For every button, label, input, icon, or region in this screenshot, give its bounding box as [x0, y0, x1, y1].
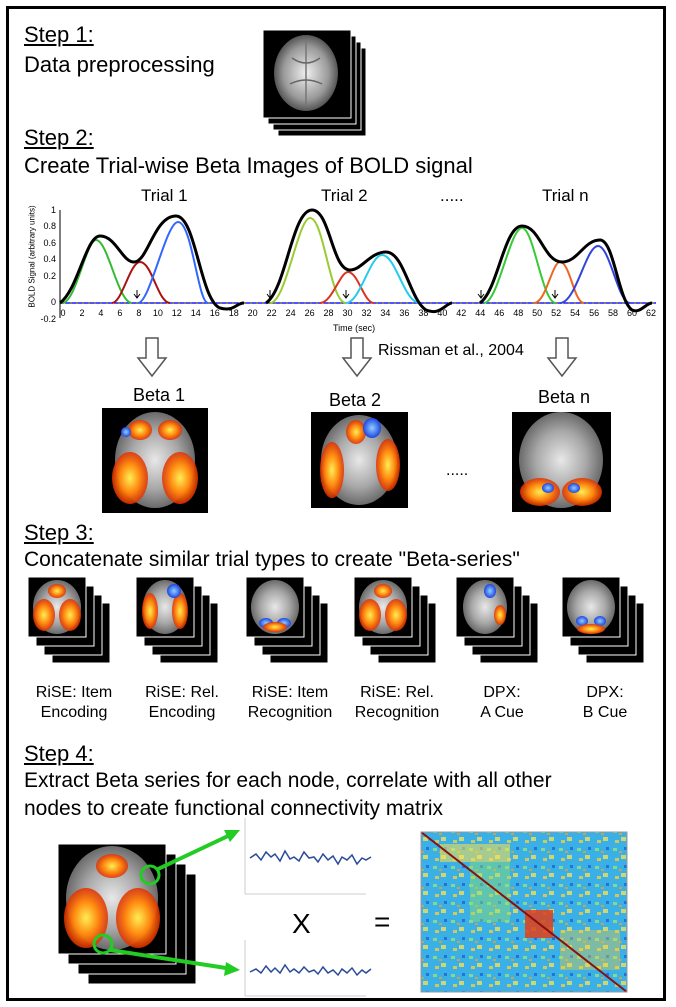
x-tick: 0 [60, 308, 66, 318]
x-tick: 12 [171, 308, 182, 318]
multiply-symbol: X [292, 908, 311, 939]
step2-heading: Step 2: [24, 125, 94, 150]
y-tick: 0.6 [43, 238, 56, 248]
y-tick: 1 [50, 205, 56, 215]
beta-series-stack-5 [455, 576, 539, 664]
beta-series-stack-3 [245, 576, 329, 664]
green-arrow-icon [155, 830, 240, 872]
x-tick: 32 [361, 308, 372, 318]
x-tick: 40 [437, 308, 448, 318]
beta-series-stack-2 [135, 576, 219, 664]
node-marker-1 [139, 864, 161, 886]
step1-description: Data preprocessing [24, 52, 215, 77]
beta-series-stack-1 [27, 576, 111, 664]
x-tick: 16 [209, 308, 220, 318]
citation: Rissman et al., 2004 [378, 342, 524, 359]
down-arrows [136, 337, 578, 378]
step4-description-line2: nodes to create functional connectivity … [24, 797, 444, 820]
x-tick: 54 [570, 308, 581, 318]
series-label-4: RiSE: Rel.Recognition [354, 684, 440, 721]
step1-heading: Step 1: [24, 22, 94, 47]
x-tick: 46 [494, 308, 505, 318]
equals-symbol: = [374, 906, 391, 937]
y-tick: -0.2 [40, 314, 56, 324]
trial-label-1: Trial 1 [141, 186, 188, 205]
node-marker-2 [92, 933, 114, 955]
beta-label-1: Beta 1 [133, 385, 186, 405]
x-tick: 52 [551, 308, 562, 318]
x-tick: 24 [285, 308, 296, 318]
x-tick: 34 [380, 308, 391, 318]
series-label-2: RiSE: Rel.Encoding [145, 684, 219, 721]
x-tick: 10 [152, 308, 163, 318]
x-tick: 38 [418, 308, 429, 318]
x-tick: 14 [190, 308, 201, 318]
x-tick: 48 [513, 308, 524, 318]
step4-description-line1: Extract Beta series for each node, corre… [24, 769, 552, 792]
x-tick: 62 [645, 308, 656, 318]
chart-xlabel: Time (sec) [333, 323, 376, 333]
y-tick: 0.2 [43, 271, 56, 281]
beta-label-n: Beta n [538, 387, 591, 407]
x-tick: 26 [304, 308, 315, 318]
chart-ylabel: BOLD Signal (arbitrary units) [27, 205, 37, 308]
beta-series-stack-6 [561, 576, 645, 664]
trial-label-n: Trial n [542, 186, 589, 205]
x-tick: 36 [399, 308, 410, 318]
x-tick: 2 [79, 308, 85, 318]
step3-heading: Step 3: [24, 520, 94, 545]
beta-image-n [512, 412, 611, 512]
step3-description: Concatenate similar trial types to creat… [24, 548, 520, 571]
step2-description: Create Trial-wise Beta Images of BOLD si… [24, 153, 473, 178]
x-tick: 22 [266, 308, 277, 318]
beta-series-stacks [27, 576, 645, 664]
step4-heading: Step 4: [24, 741, 94, 766]
x-tick: 20 [247, 308, 258, 318]
connectivity-matrix-icon [420, 831, 628, 993]
preprocessing-stack-icon [262, 29, 367, 137]
x-tick: 4 [98, 308, 104, 318]
beta-ellipsis: ..... [446, 462, 469, 479]
x-tick: 6 [117, 308, 123, 318]
x-tick: 44 [475, 308, 486, 318]
x-tick: 42 [456, 308, 467, 318]
signal-trace-bottom [244, 940, 372, 997]
down-arrow-icon [341, 337, 373, 378]
down-arrow-icon [546, 337, 578, 378]
beta-image-1 [102, 408, 208, 513]
green-arrow-icon [109, 948, 240, 976]
x-tick: 18 [228, 308, 239, 318]
signal-trace-top [244, 818, 372, 895]
figure-frame [6, 6, 666, 1001]
beta-image-2 [311, 412, 408, 508]
trial-label-2: Trial 2 [321, 186, 368, 205]
series-label-5: DPX:A Cue [480, 684, 524, 721]
bold-signal-chart [59, 208, 656, 318]
down-arrow-icon [136, 337, 168, 378]
x-tick: 56 [589, 308, 600, 318]
beta-label-2: Beta 2 [329, 390, 382, 410]
trial-label-ellipsis: ..... [440, 186, 464, 205]
y-tick: 0 [50, 297, 56, 307]
series-label-6: DPX:B Cue [582, 684, 628, 721]
x-tick: 58 [608, 308, 619, 318]
x-tick: 28 [323, 308, 334, 318]
x-tick: 8 [136, 308, 142, 318]
x-tick: 50 [532, 308, 543, 318]
y-tick: 0.4 [43, 254, 56, 264]
x-tick: 60 [627, 308, 638, 318]
x-tick: 30 [342, 308, 353, 318]
y-tick: 0.8 [43, 221, 56, 231]
node-brain-stack [57, 843, 197, 985]
beta-series-stack-4 [353, 576, 437, 664]
